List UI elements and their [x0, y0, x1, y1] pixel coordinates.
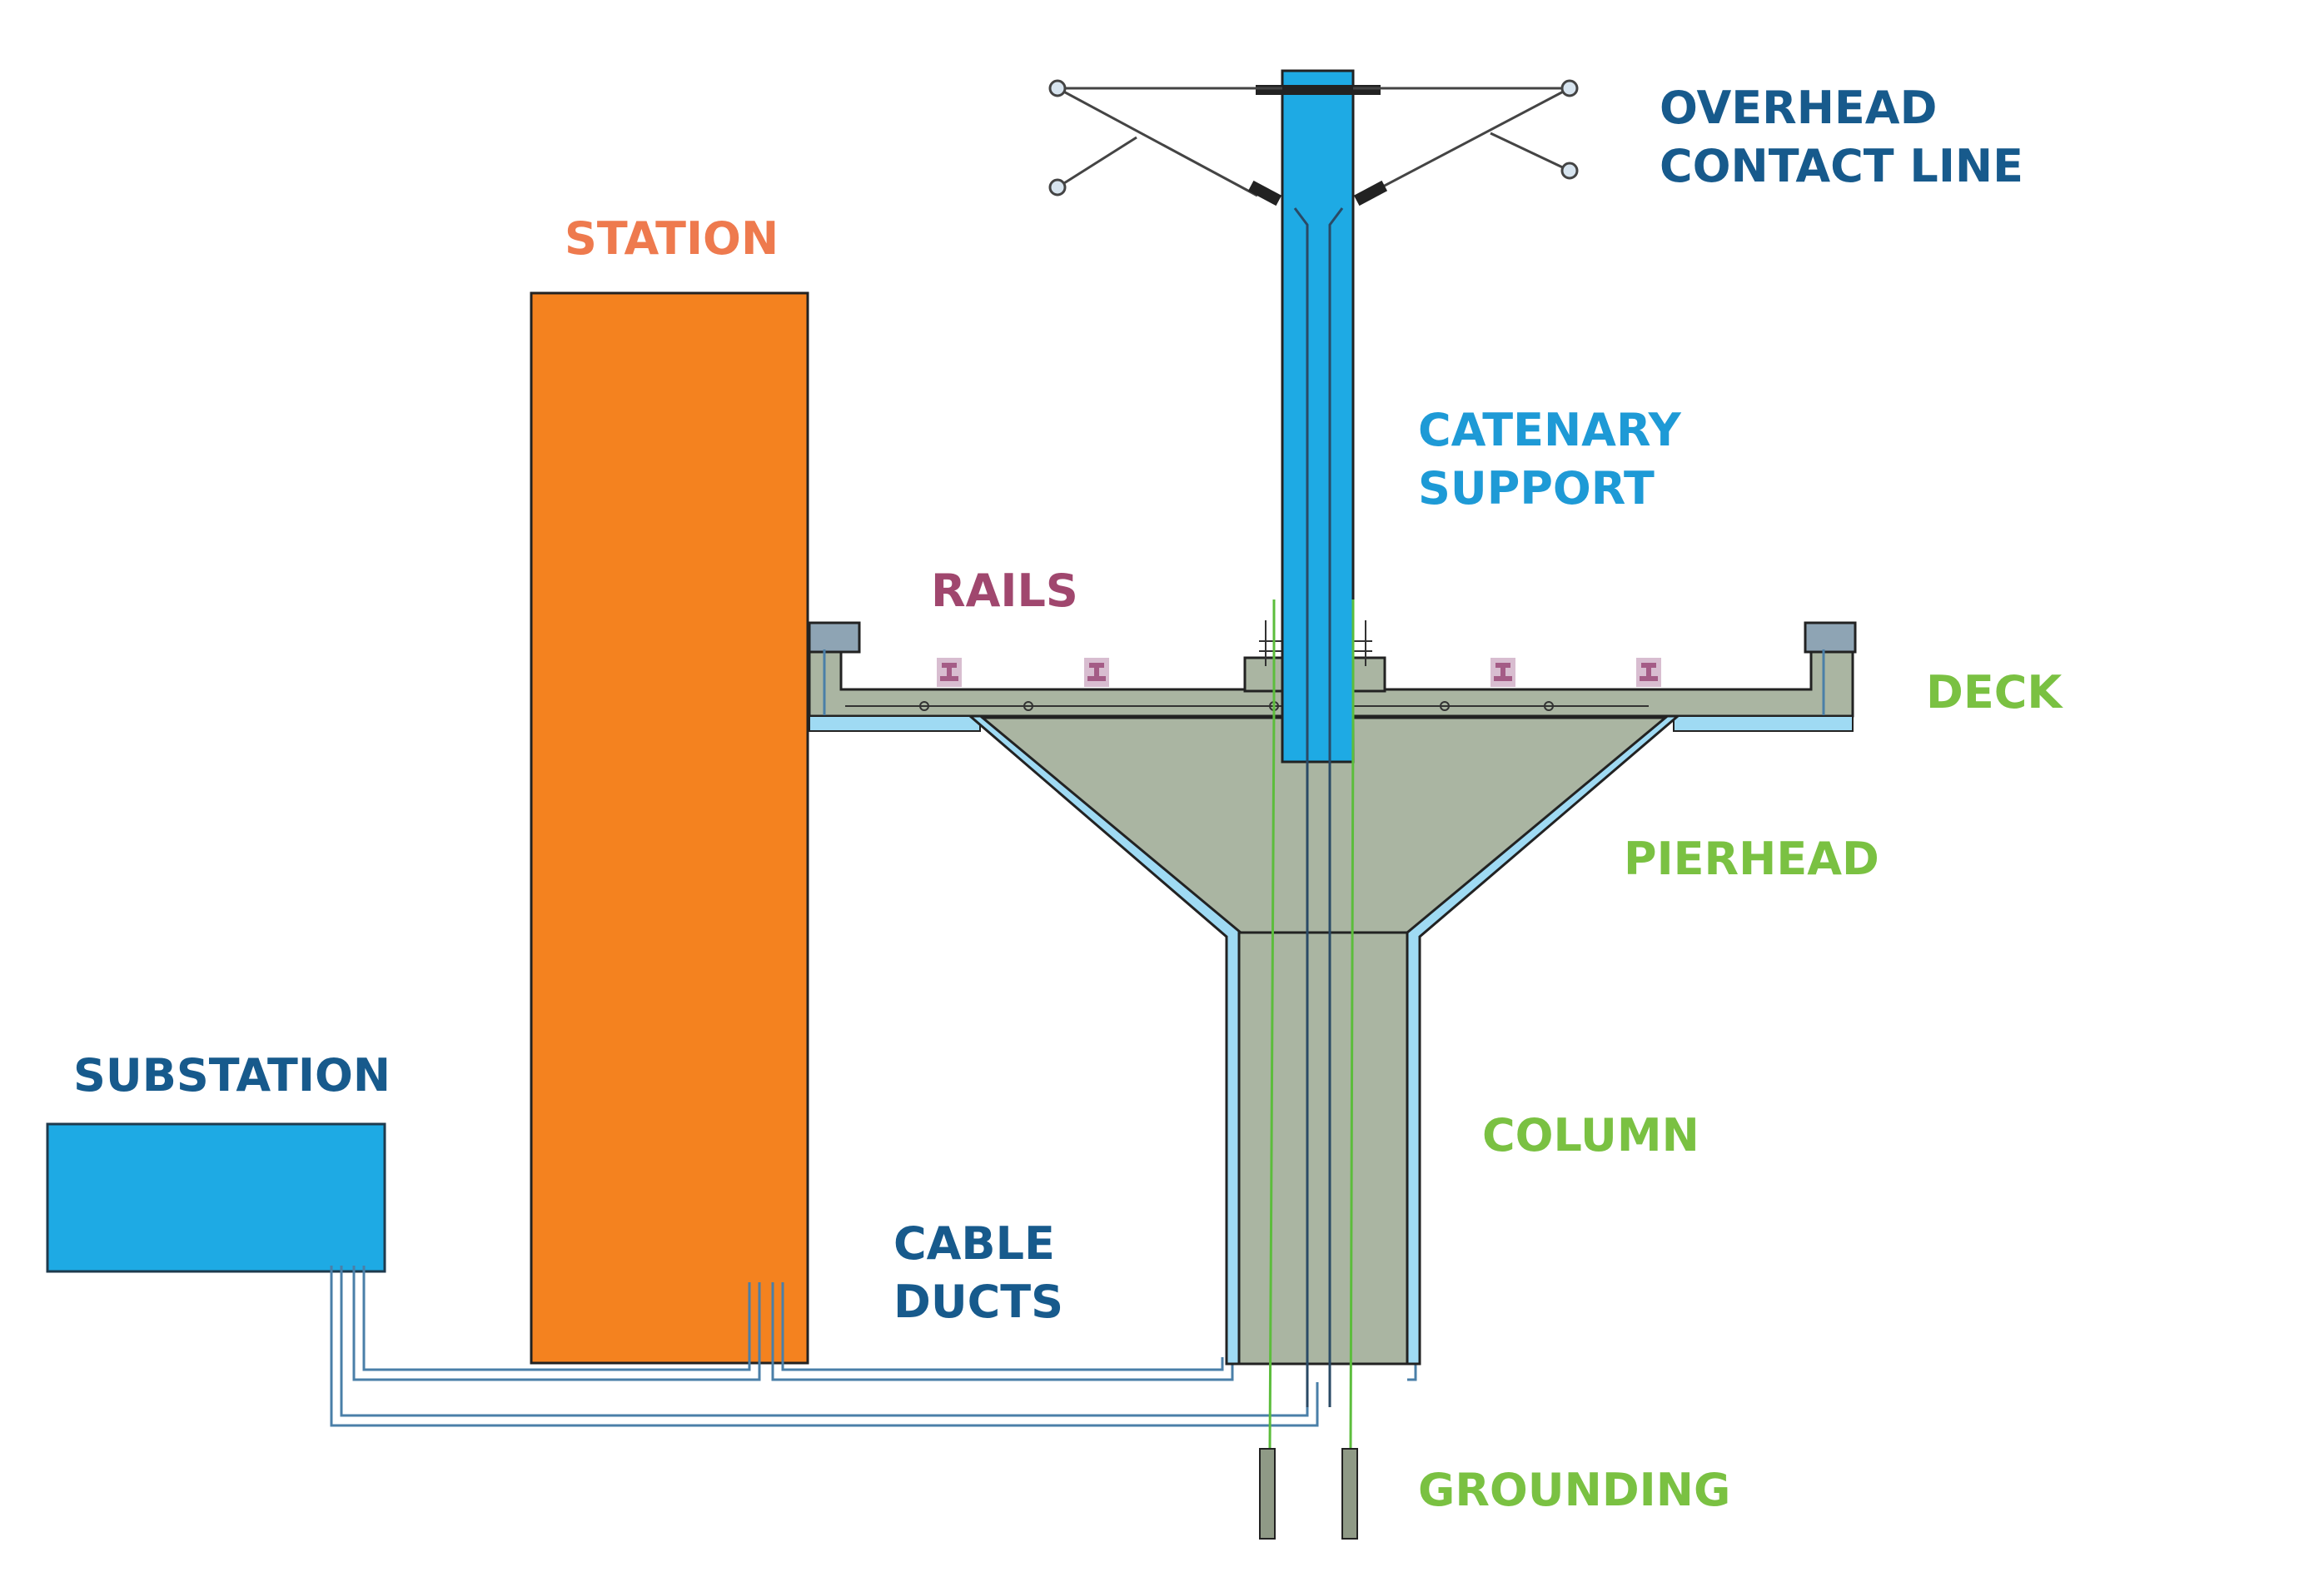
- deck: [808, 621, 1857, 732]
- mast-crossarm: [1256, 85, 1381, 95]
- pier: [966, 714, 1682, 1366]
- rail-profile-icon: [1490, 658, 1515, 687]
- grounding-rod-left: [1259, 1448, 1276, 1540]
- mast-conductors: [1293, 207, 1344, 1407]
- contact-line-nodes: [1048, 79, 1579, 197]
- label-overhead-contact-line-1: OVERHEAD: [1660, 82, 1937, 134]
- deck-parapet-left: [808, 621, 861, 654]
- cable-ducts: [330, 1266, 1417, 1427]
- deck-duct-right: [1673, 715, 1854, 732]
- label-cable-ducts-1: CABLE: [893, 1217, 1055, 1270]
- deck-parapet-right: [1804, 621, 1857, 654]
- label-pierhead: PIERHEAD: [1624, 833, 1879, 885]
- substation-box: [46, 1122, 386, 1273]
- rail-profile-icon: [937, 658, 962, 687]
- label-cable-ducts-2: DUCTS: [893, 1276, 1063, 1328]
- grounding-wires: [1268, 599, 1355, 1450]
- label-overhead-contact-line-2: CONTACT LINE: [1660, 140, 2023, 192]
- label-substation: SUBSTATION: [73, 1049, 391, 1102]
- label-deck: DECK: [1926, 666, 2063, 719]
- column: [1237, 931, 1409, 1366]
- label-grounding: GROUNDING: [1418, 1464, 1730, 1516]
- insulator-icon: [1247, 180, 1388, 206]
- overhead-contact-line: [1057, 85, 1570, 197]
- station-building: [530, 291, 809, 1365]
- label-station: STATION: [565, 212, 779, 265]
- catenary-mast: [1281, 69, 1355, 764]
- grounding-rod-right: [1341, 1448, 1358, 1540]
- rail-profile-icon: [1084, 658, 1109, 687]
- label-catenary-support-1: CATENARY: [1418, 404, 1682, 456]
- label-catenary-support-2: SUPPORT: [1418, 462, 1655, 515]
- deck-duct-left: [809, 715, 981, 732]
- label-rails: RAILS: [931, 565, 1078, 617]
- rail-profile-icon: [1636, 658, 1661, 687]
- label-column: COLUMN: [1482, 1109, 1699, 1162]
- rails: [937, 658, 1661, 687]
